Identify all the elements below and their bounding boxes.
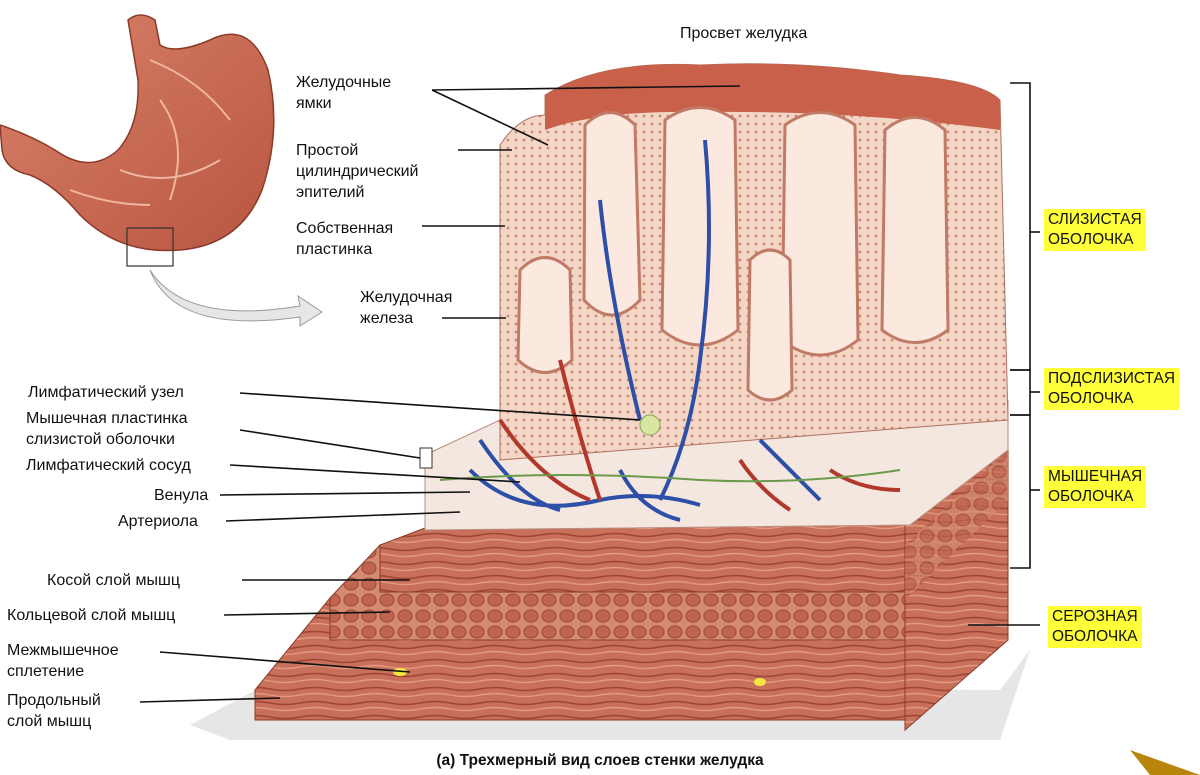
figure-caption: (а) Трехмерный вид слоев стенки желудка — [436, 752, 764, 769]
lymph-vessel — [439, 469, 901, 483]
corner-arrow-icon — [1130, 750, 1200, 775]
mucosa-block — [439, 63, 1009, 522]
label-line: цилиндрический — [296, 163, 419, 180]
label-line: Желудочная — [360, 289, 453, 306]
oblique-muscle-layer — [379, 519, 911, 593]
myenteric-plexus-label: Межмышечное сплетение — [7, 640, 119, 682]
gastric-glands — [516, 106, 950, 402]
tag-line: ПОДСЛИЗИСТАЯ — [1048, 370, 1176, 387]
tag-line: ОБОЛОЧКА — [1048, 390, 1134, 407]
arteriole-label: Артериола — [118, 513, 198, 530]
lumen-label: Просвет желудка — [680, 25, 808, 42]
lymph-node — [639, 414, 661, 436]
serosa-tag: СЕРОЗНАЯ ОБОЛОЧКА — [1048, 606, 1142, 648]
lymph-node-label: Лимфатический узел — [28, 384, 184, 401]
label-line: Собственная — [296, 220, 394, 237]
tag-line: ОБОЛОЧКА — [1048, 231, 1134, 248]
tag-line: ОБОЛОЧКА — [1052, 628, 1138, 645]
muscularis-tag: МЫШЕЧНАЯ ОБОЛОЧКА — [1044, 466, 1147, 508]
circular-muscle-label: Кольцевой слой мышц — [7, 607, 176, 624]
label-line: Межмышечное — [7, 642, 119, 659]
lamina-propria-label: Собственная пластинка — [296, 218, 393, 260]
gastric-gland-label: Желудочная железа — [360, 287, 452, 329]
muscularis-mucosae-label: Мышечная пластинка слизистой оболочки — [26, 408, 187, 450]
gastric-lumen-surface — [545, 63, 1000, 130]
venule-branches — [598, 139, 711, 501]
tag-line: МЫШЕЧНАЯ — [1048, 468, 1143, 485]
epithelium-label: Простой цилиндрический эпителий — [296, 140, 419, 203]
label-line: Желудочные — [296, 74, 392, 91]
label-line: сплетение — [7, 663, 85, 680]
venule-label: Венула — [154, 487, 209, 504]
plexus-ganglion — [754, 678, 766, 686]
arteriole-network — [498, 359, 901, 512]
venule-network — [468, 438, 822, 522]
leader-lines — [139, 82, 1040, 703]
mucosa-tag: СЛИЗИСТАЯ ОБОЛОЧКА — [1044, 209, 1146, 251]
oblique-muscle-label: Косой слой мышц — [47, 572, 180, 589]
tag-line: СЛИЗИСТАЯ — [1048, 211, 1142, 228]
muscularis-block — [254, 418, 1009, 732]
tag-line: ОБОЛОЧКА — [1048, 488, 1134, 505]
stomach-thumbnail — [0, 14, 323, 327]
label-line: ямки — [296, 95, 332, 112]
muscle-side-band — [905, 450, 1008, 600]
label-line: Простой — [296, 142, 359, 159]
label-line: эпителий — [296, 184, 365, 201]
tag-line: СЕРОЗНАЯ — [1052, 608, 1138, 625]
label-line: слой мышц — [7, 713, 92, 730]
zoom-box — [126, 227, 174, 267]
label-line: железа — [360, 310, 414, 327]
label-line: Продольный — [7, 692, 101, 709]
zoom-arrow-icon — [149, 269, 323, 327]
label-line: слизистой оболочки — [26, 431, 175, 448]
longitudinal-muscle-label: Продольный слой мышц — [7, 690, 101, 732]
submucosa-tag: ПОДСЛИЗИСТАЯ ОБОЛОЧКА — [1044, 368, 1180, 410]
gastric-pits-label: Желудочные ямки — [296, 72, 391, 114]
label-line: Мышечная пластинка — [26, 410, 188, 427]
lymph-vessel-label: Лимфатический сосуд — [26, 457, 191, 474]
label-line: пластинка — [296, 241, 373, 258]
muscularis-mucosae-marker — [419, 447, 433, 469]
